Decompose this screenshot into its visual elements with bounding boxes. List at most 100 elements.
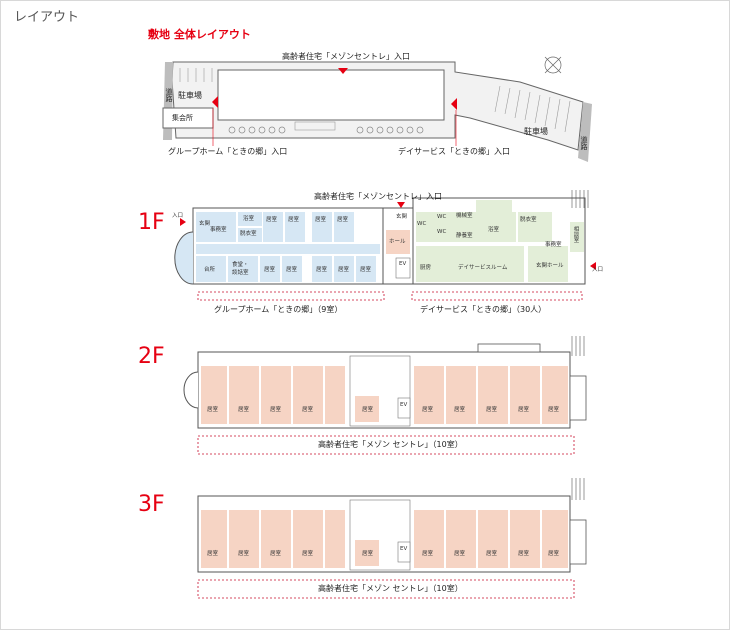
f3-room-living: 居室 — [270, 551, 282, 557]
f1-caption-left: グループホーム「ときの郷」（9室） — [214, 305, 343, 314]
f1-room-living: 居室 — [337, 217, 349, 223]
site-assembly-hall-label: 集会所 — [172, 114, 193, 122]
f3-room-living: 居室 — [548, 551, 560, 557]
f2-unit — [293, 366, 323, 424]
f1-room-living: 居室 — [360, 267, 372, 273]
f3-room-living: 居室 — [302, 551, 314, 557]
f3-room-living: 居室 — [454, 551, 466, 557]
f1-room-bath-r: 浴室 — [488, 227, 500, 233]
f3-unit — [201, 510, 227, 568]
f1-gh-room — [263, 212, 283, 242]
f1-gh-room — [282, 256, 302, 282]
f2-stairs — [571, 336, 585, 356]
f1-room-living: 居室 — [338, 267, 350, 273]
floor2-plan — [183, 336, 587, 455]
hatched-area — [294, 121, 336, 131]
f1-room-hall: ホール — [389, 239, 406, 245]
f1-day-dashline — [411, 291, 583, 301]
f3-room-living: 居室 — [422, 551, 434, 557]
f1-room-entrance-l: 玄関 — [199, 221, 211, 227]
f3-unit — [229, 510, 259, 568]
f3-room-living: 居室 — [486, 551, 498, 557]
group-entrance-arrow — [212, 96, 218, 108]
f1-room-kitchen-l: 台所 — [204, 267, 216, 273]
f1-main-entrance-arrow — [397, 202, 405, 208]
site-group-entrance-label: グループホーム「ときの郷」入口 — [168, 147, 288, 156]
f2-unit — [201, 366, 227, 424]
f1-caption-right: デイサービス「ときの郷」（30人） — [420, 305, 547, 314]
f2-room-living: 居室 — [207, 407, 219, 413]
f2-room-living: 居室 — [518, 407, 530, 413]
f3-unit — [478, 510, 508, 568]
f1-room-living: 居室 — [315, 217, 327, 223]
road-right — [578, 102, 592, 162]
f2-room-living: 居室 — [548, 407, 560, 413]
parking-stripes-right — [494, 85, 571, 133]
f2-room-ev: EV — [400, 402, 408, 408]
f1-gh-room — [334, 256, 354, 282]
f1-room-ev: EV — [399, 261, 407, 267]
f1-kitchen — [196, 256, 226, 282]
f3-unit — [414, 510, 444, 568]
site-plan-title: 敷地 全体レイアウト — [148, 28, 251, 41]
f1-corridor — [196, 244, 380, 254]
f1-room-consult: 相談室 — [572, 226, 579, 243]
f1-left-entrance-arrow — [180, 218, 186, 226]
f1-bay — [174, 231, 194, 285]
f3-room-living: 居室 — [362, 551, 374, 557]
f1-room-dining: 食堂・ 談話室 — [232, 262, 249, 276]
f1-gh-room — [334, 212, 354, 242]
f1-room-kitchen-r: 厨房 — [420, 265, 432, 271]
f1-room-wc1: WC — [417, 221, 427, 227]
f2-dashline — [197, 435, 575, 455]
site-plan — [162, 56, 592, 162]
f1-gh-room — [312, 256, 332, 282]
f2-room-living: 居室 — [270, 407, 282, 413]
f1-room-quiet: 静養室 — [456, 233, 473, 239]
f1-gh-dashline — [197, 291, 385, 301]
day-entrance-arrow — [451, 98, 457, 110]
f1-room-wc2: WC — [437, 214, 447, 220]
tree-row — [228, 126, 424, 134]
floor3-label: 3F — [138, 492, 165, 517]
f1-dayroom — [416, 246, 524, 282]
compass-icon — [544, 56, 562, 74]
page-heading: レイアウト — [14, 10, 80, 25]
f3-unit — [293, 510, 323, 568]
parking-stripes-left — [179, 68, 213, 82]
f1-room-living: 居室 — [288, 217, 300, 223]
main-building — [217, 69, 445, 121]
f1-room-office-l: 事務室 — [210, 227, 227, 233]
floor3-plan — [197, 478, 587, 599]
f1-room-machine: 機械室 — [456, 213, 473, 219]
f2-room-living: 居室 — [238, 407, 250, 413]
f1-gh-room — [260, 256, 280, 282]
f3-stairs — [571, 478, 585, 500]
f3-caption: 高齢者住宅「メゾン セントレ」（10室） — [318, 584, 463, 593]
f2-unit — [325, 366, 345, 424]
f2-caption: 高齢者住宅「メゾン セントレ」（10室） — [318, 440, 463, 449]
f2-unit — [478, 366, 508, 424]
f2-unit — [261, 366, 291, 424]
f3-unit — [446, 510, 476, 568]
f3-unit — [261, 510, 291, 568]
f1-room-dayroom: デイサービスルーム — [458, 265, 508, 271]
f1-gh-room — [285, 212, 305, 242]
f1-dining — [228, 256, 258, 282]
f2-unit — [229, 366, 259, 424]
f2-side-block — [569, 375, 587, 421]
f1-room-genkan-c: 玄関 — [396, 214, 408, 220]
f2-balcony-bump — [477, 343, 541, 353]
f1-room-living: 居室 — [316, 267, 328, 273]
f3-room-ev: EV — [400, 546, 408, 552]
f2-unit — [446, 366, 476, 424]
floor1-label: 1F — [138, 210, 165, 235]
f3-unit — [542, 510, 568, 568]
f2-room-living: 居室 — [422, 407, 434, 413]
site-main-entrance-label: 高齢者住宅「メゾンセントレ」入口 — [282, 52, 410, 61]
f1-room-living: 居室 — [266, 217, 278, 223]
f3-room-living: 居室 — [518, 551, 530, 557]
f2-unit — [542, 366, 568, 424]
f1-gh-room — [312, 212, 332, 242]
